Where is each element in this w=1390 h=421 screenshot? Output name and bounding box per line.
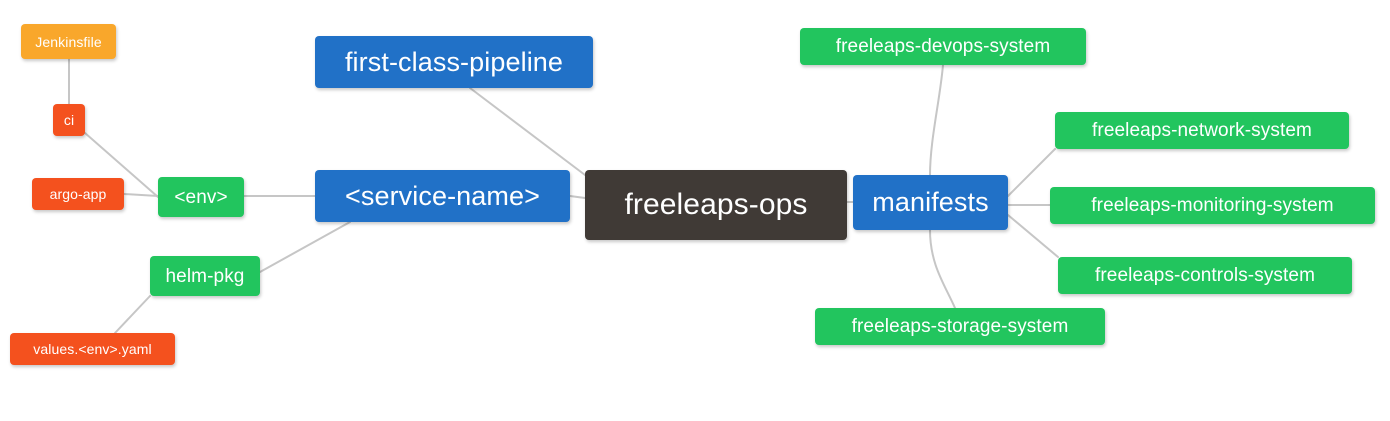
node-service-name[interactable]: <service-name> <box>315 170 570 222</box>
node-label-freeleaps-storage-system: freeleaps-storage-system <box>851 316 1069 337</box>
edge-manifests-to-freeleaps-network-system <box>1007 148 1056 197</box>
node-label-freeleaps-monitoring-system: freeleaps-monitoring-system <box>1091 195 1334 216</box>
node-freeleaps-monitoring-system[interactable]: freeleaps-monitoring-system <box>1050 187 1375 224</box>
node-label-values-env-yaml: values.<env>.yaml <box>33 341 152 357</box>
node-helm-pkg[interactable]: helm-pkg <box>150 256 260 296</box>
node-freeleaps-ops[interactable]: freeleaps-ops <box>585 170 847 240</box>
node-label-freeleaps-network-system: freeleaps-network-system <box>1092 120 1312 141</box>
node-label-manifests: manifests <box>872 187 989 217</box>
node-manifests[interactable]: manifests <box>853 175 1008 230</box>
node-label-freeleaps-controls-system: freeleaps-controls-system <box>1094 265 1316 286</box>
node-label-ci: ci <box>63 112 75 128</box>
node-argo-app[interactable]: argo-app <box>32 178 124 210</box>
node-ci[interactable]: ci <box>53 104 85 136</box>
node-label-argo-app: argo-app <box>49 186 107 202</box>
node-freeleaps-devops-system[interactable]: freeleaps-devops-system <box>800 28 1086 65</box>
node-label-jenkinsfile: Jenkinsfile <box>35 33 102 50</box>
node-label-freeleaps-devops-system: freeleaps-devops-system <box>835 36 1051 57</box>
node-freeleaps-network-system[interactable]: freeleaps-network-system <box>1055 112 1349 149</box>
node-jenkinsfile[interactable]: Jenkinsfile <box>21 24 116 59</box>
node-env[interactable]: <env> <box>158 177 244 217</box>
edge-manifests-to-freeleaps-devops-system <box>929 64 944 176</box>
node-label-freeleaps-ops: freeleaps-ops <box>624 188 808 221</box>
node-label-env: <env> <box>174 186 228 208</box>
node-label-first-class-pipeline: first-class-pipeline <box>344 46 564 77</box>
node-first-class-pipeline[interactable]: first-class-pipeline <box>315 36 593 88</box>
edge-argo-app-to-env <box>123 193 159 197</box>
node-label-service-name: <service-name> <box>345 180 540 211</box>
node-label-helm-pkg: helm-pkg <box>165 265 245 287</box>
edge-service-name-to-helm-pkg <box>259 221 351 273</box>
node-freeleaps-controls-system[interactable]: freeleaps-controls-system <box>1058 257 1352 294</box>
node-values-env-yaml[interactable]: values.<env>.yaml <box>10 333 175 365</box>
edge-helm-pkg-to-values-env-yaml <box>114 295 151 334</box>
node-freeleaps-storage-system[interactable]: freeleaps-storage-system <box>815 308 1105 345</box>
edge-manifests-to-freeleaps-storage-system <box>929 229 956 309</box>
edge-service-name-to-freeleaps-ops <box>569 195 586 199</box>
edge-first-class-pipeline-to-freeleaps-ops <box>469 87 586 176</box>
